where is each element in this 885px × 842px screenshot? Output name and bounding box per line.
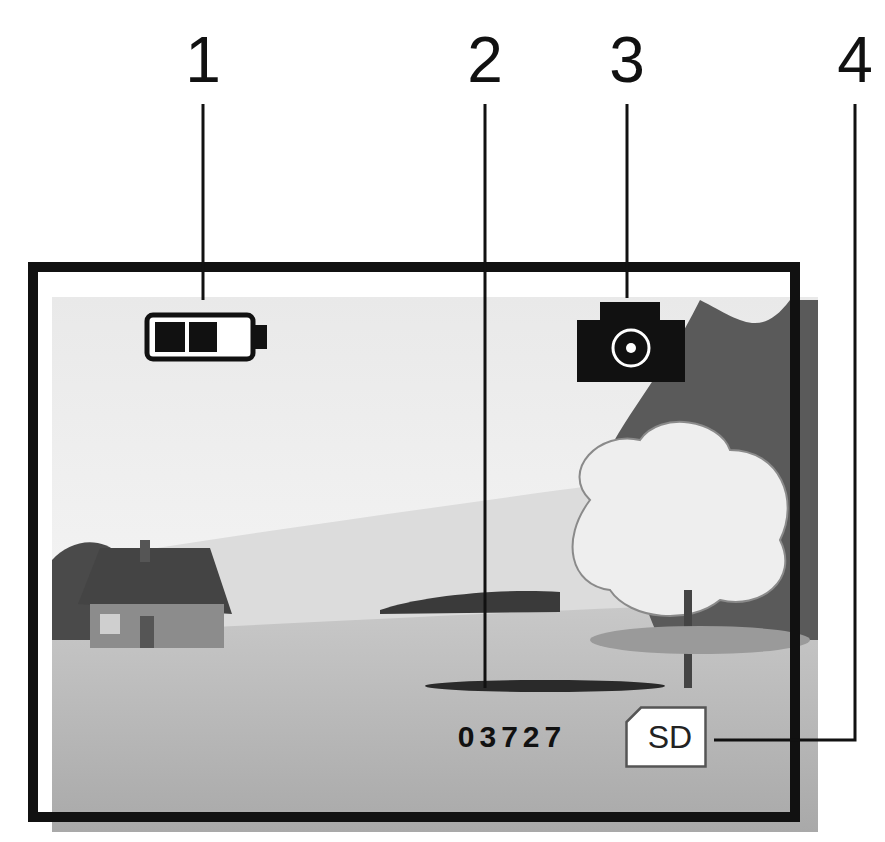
- callout-number: 2: [467, 28, 503, 92]
- screen-frame: [33, 267, 795, 817]
- leader-lines: [203, 104, 855, 740]
- camera-icon: [577, 302, 685, 382]
- callout-number: 4: [837, 28, 873, 92]
- battery-icon: [147, 315, 267, 359]
- landscape-photo: [52, 297, 818, 832]
- leader-line: [626, 104, 629, 298]
- sd-card-icon: SD: [625, 706, 707, 768]
- leader-line: [484, 104, 487, 688]
- leader-line: [714, 104, 855, 740]
- sd-card-shape: [627, 708, 706, 767]
- leader-line: [202, 104, 205, 300]
- sd-label: SD: [648, 721, 692, 753]
- callout-number: 3: [609, 28, 645, 92]
- callout-number: 1: [185, 28, 221, 92]
- image-counter: 03727: [458, 722, 566, 752]
